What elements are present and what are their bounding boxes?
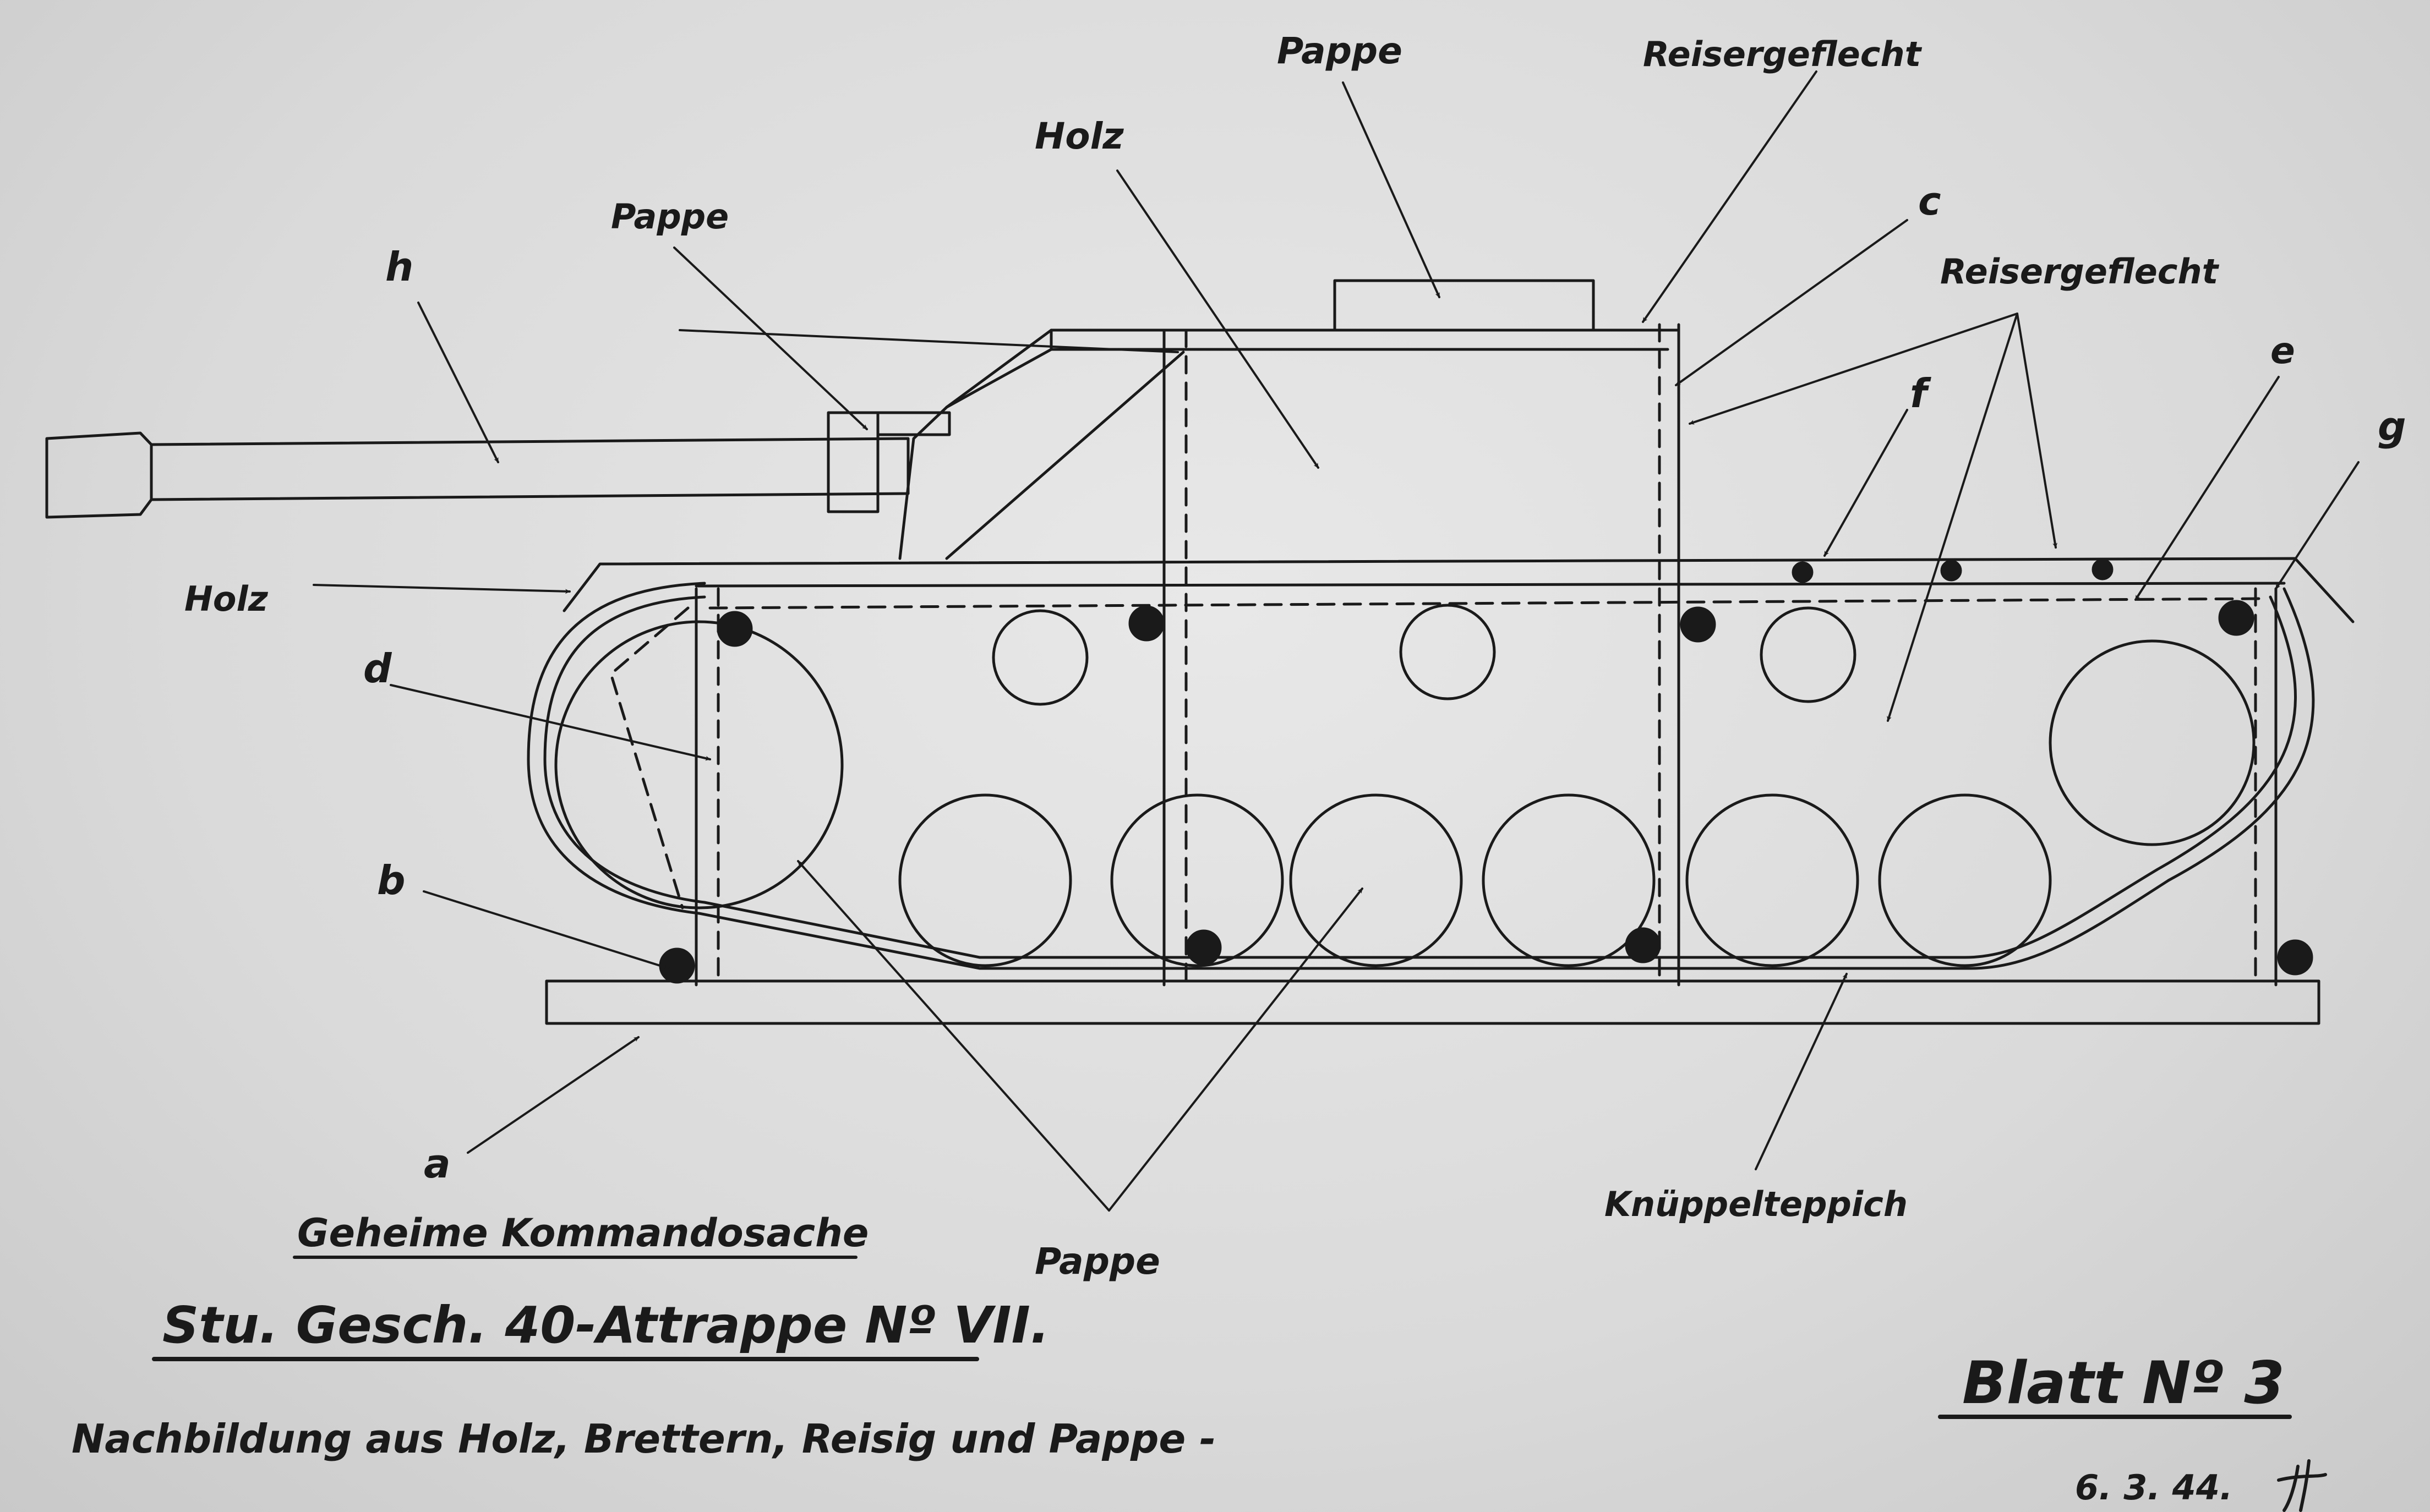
label-knuppelteppich: Knüppelteppich	[1604, 1184, 1908, 1224]
sheet-number: Blatt Nº 3	[1962, 1349, 2285, 1417]
base-plank	[545, 979, 2320, 1025]
hull-deck	[563, 557, 2355, 623]
label-holz-left: Holz	[184, 579, 269, 619]
support-posts	[659, 558, 2313, 984]
label-pappe-top: Pappe	[1277, 30, 1402, 72]
label-reisergeflecht-right: Reisergeflecht	[1940, 251, 2220, 292]
label-a: a	[424, 1141, 451, 1187]
dashed-brace	[609, 606, 690, 910]
gun-barrel	[45, 411, 951, 519]
drawing-date: 6. 3. 44.	[2075, 1467, 2232, 1508]
label-reisergeflecht-top: Reisergeflecht	[1643, 34, 1923, 74]
drawing-subtitle: Nachbildung aus Holz, Brettern, Reisig u…	[72, 1416, 1216, 1462]
label-f: f	[1910, 370, 1931, 417]
label-h: h	[385, 244, 413, 290]
label-pappe-bottom: Pappe	[1035, 1240, 1160, 1283]
leader-lines	[313, 70, 2360, 1212]
label-b: b	[377, 857, 406, 903]
label-d: d	[363, 645, 392, 692]
drawing-title: Stu. Gesch. 40-Attrappe Nº VII.	[162, 1296, 1050, 1355]
signature-mark	[2277, 1459, 2327, 1512]
road-wheels	[554, 604, 2256, 967]
frame-verticals	[695, 323, 2278, 987]
label-g: g	[2378, 403, 2406, 450]
part-labels: Pappe Reisergeflecht Holz c Reisergeflec…	[184, 30, 2406, 1283]
superstructure	[898, 279, 1680, 560]
track-outline	[527, 582, 2315, 970]
track-inner	[543, 595, 2297, 959]
footer-block: Geheime Kommandosache Stu. Gesch. 40-Att…	[72, 1210, 2292, 1508]
label-e: e	[2270, 330, 2295, 372]
label-pappe-gun: Pappe	[611, 196, 729, 237]
classification-text: Geheime Kommandosache	[297, 1210, 869, 1256]
label-c: c	[1918, 179, 1941, 224]
label-holz-top: Holz	[1035, 115, 1124, 157]
